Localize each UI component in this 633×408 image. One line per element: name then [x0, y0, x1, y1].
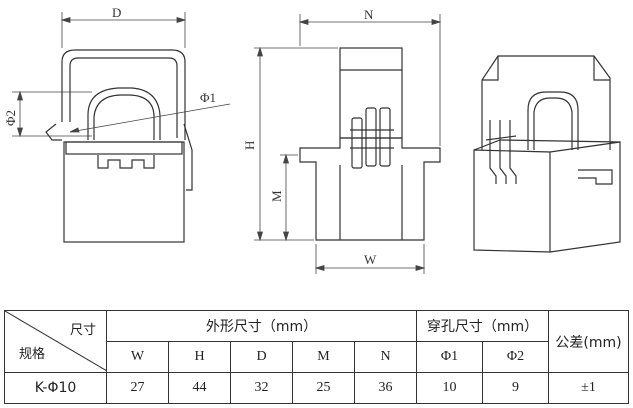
- label-m: M: [269, 190, 284, 202]
- col-phi2: Φ2: [482, 341, 550, 373]
- dimension-h: [254, 46, 338, 242]
- col-w: W: [106, 341, 169, 373]
- dimension-m: [280, 153, 298, 242]
- front-view: [45, 49, 193, 243]
- label-w: W: [364, 252, 377, 267]
- dimension-phi1: [69, 103, 231, 133]
- col-phi1: Φ1: [416, 341, 484, 373]
- corner-diagonal: [5, 311, 107, 371]
- isometric-view: [473, 55, 621, 253]
- spec-table: 尺寸 规格 外形尺寸（mm） 穿孔尺寸（mm） 公差(mm) W H D M N…: [4, 310, 630, 404]
- technical-drawing: D Φ2 Φ1 N: [3, 5, 621, 274]
- value-tolerance: ±1: [548, 372, 630, 404]
- value-d: 32: [230, 372, 293, 404]
- dimension-w: [314, 244, 426, 274]
- tolerance-header: 公差(mm): [548, 310, 630, 373]
- group-outer-header: 外形尺寸（mm）: [105, 310, 418, 342]
- table-row: K-Φ10 27 44 32 25 36 10 9 ±1: [4, 372, 630, 404]
- dimension-d: [60, 12, 187, 48]
- corner-bottom-label: 规格: [19, 347, 46, 362]
- label-n: N: [364, 7, 374, 22]
- label-phi2: Φ2: [3, 110, 18, 126]
- col-h: H: [168, 341, 231, 373]
- group-hole-header: 穿孔尺寸（mm）: [416, 310, 550, 342]
- col-d: D: [230, 341, 293, 373]
- value-phi2: 9: [482, 372, 550, 404]
- label-phi1: Φ1: [200, 90, 216, 105]
- corner-cell: 尺寸 规格: [4, 310, 107, 373]
- col-m: M: [292, 341, 355, 373]
- value-phi1: 10: [416, 372, 484, 404]
- value-n: 36: [353, 372, 418, 404]
- dimension-phi2: [12, 90, 92, 138]
- value-h: 44: [168, 372, 231, 404]
- side-view: [299, 47, 441, 241]
- dimension-n: [298, 14, 442, 146]
- label-h: H: [242, 141, 257, 150]
- value-w: 27: [106, 372, 169, 404]
- label-d: D: [112, 5, 121, 20]
- value-m: 25: [292, 372, 355, 404]
- header-row: 尺寸 规格 外形尺寸（mm） 穿孔尺寸（mm） 公差(mm): [4, 310, 630, 373]
- col-n: N: [353, 341, 418, 373]
- corner-top-label: 尺寸: [69, 323, 96, 338]
- model-cell: K-Φ10: [4, 372, 107, 404]
